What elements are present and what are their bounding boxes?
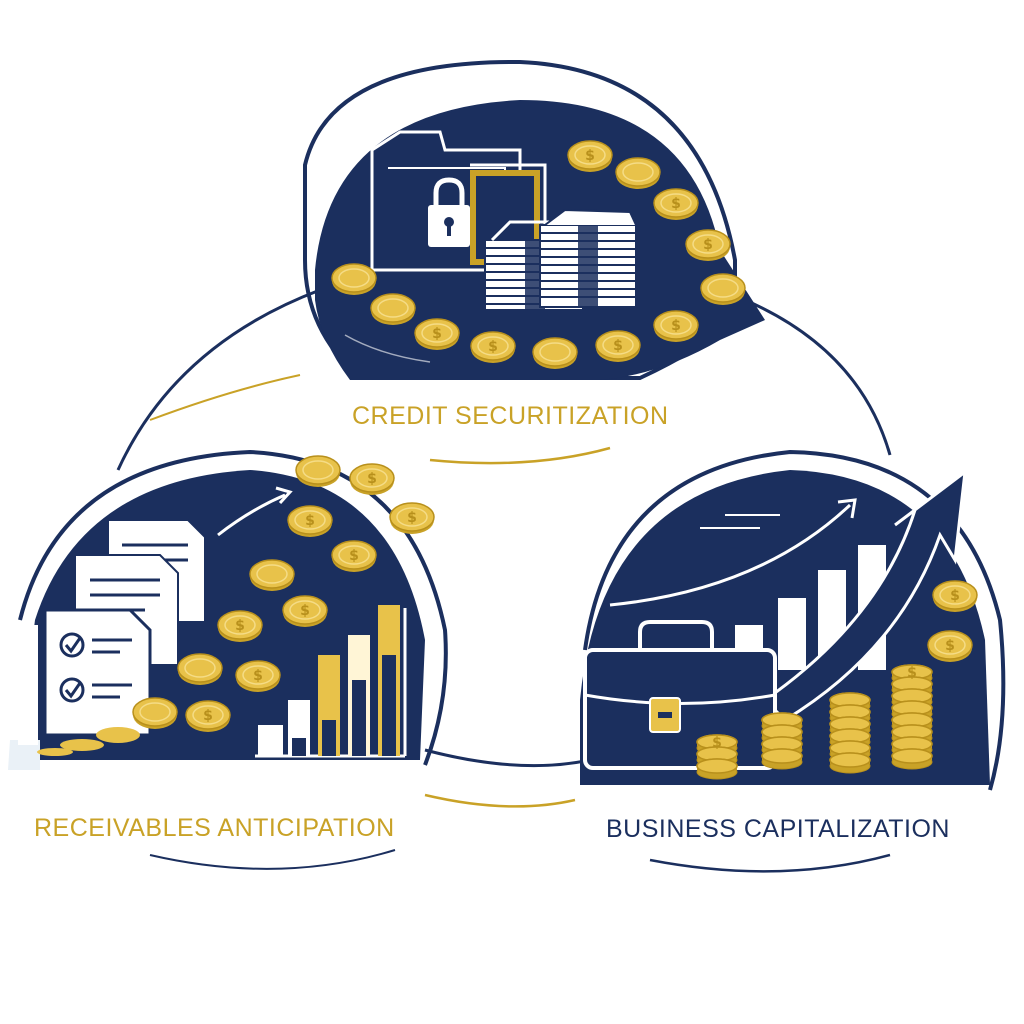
coin-symbol: $ [300,603,310,619]
lock-icon [428,177,470,247]
underline-business [649,853,891,873]
checklist-icon [18,608,152,745]
connector-receivables-to-business [424,748,591,768]
gold-accent-bottom [424,793,576,808]
coin-symbol: $ [671,318,681,334]
coin-icon [532,337,578,370]
coin-symbol: $ [305,513,315,529]
gold-accent-credit [429,446,611,465]
connector-credit-to-business [744,298,892,456]
coin-symbol: $ [349,548,359,564]
coin-icon [249,559,295,592]
coin-symbol: $ [488,339,498,355]
cycle-connectors [116,288,892,873]
coin-symbol: $ [671,196,681,212]
coin-symbol: $ [712,735,722,751]
underline-receivables [149,849,396,870]
coin-icon [331,263,377,296]
business-capitalization-panel [580,449,1006,791]
coin-symbol: $ [950,588,960,604]
bar-chart-icon [255,605,407,758]
growth-arrow-icon [762,468,967,722]
cash-stack-icon [484,208,637,311]
trend-arrow-icon [609,498,857,607]
coin-icon [370,293,416,326]
coin-symbols: $ $ $ $ $ $ $ $ $ $ $ $ $ $ $ $ $ $ $ [203,148,960,751]
connector-credit-to-receivables [116,288,321,471]
coin-symbol: $ [253,668,263,684]
coin-symbol: $ [235,618,245,634]
coin-icon [700,273,746,306]
trend-arrow-icon [217,486,293,537]
coin-symbol: $ [907,665,917,681]
gold-accent-left [149,374,301,421]
coin-symbol: $ [432,326,442,342]
coin-symbol: $ [945,638,955,654]
credit-securitization-panel [303,59,765,380]
coin-symbol: $ [367,471,377,487]
receivables-anticipation-panel [8,449,448,770]
coin-symbol: $ [613,338,623,354]
coin-symbol: $ [203,708,213,724]
credit-securitization-label: CREDIT SECURITIZATION [352,402,669,430]
coin-stream [37,455,435,756]
coin-icon [177,653,223,686]
business-panel-outline [583,449,1006,791]
coin-icon [295,455,341,488]
coin-symbol: $ [703,237,713,253]
coin-icon [132,697,178,730]
coin-icon [615,157,661,190]
coin-symbol: $ [407,510,417,526]
folder-icon [370,130,547,272]
business-capitalization-label: BUSINESS CAPITALIZATION [606,815,950,843]
coin-symbol: $ [585,148,595,164]
receivables-anticipation-label: RECEIVABLES ANTICIPATION [34,814,395,842]
